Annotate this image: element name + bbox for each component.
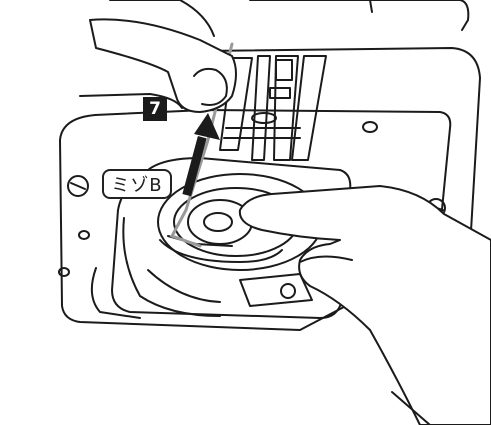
upper-hand — [80, 0, 236, 112]
step-number-badge: 7 — [143, 97, 167, 121]
hook-lever — [240, 274, 312, 306]
groove-b-callout: ミゾB — [102, 169, 172, 199]
machine-body-edge — [250, 0, 468, 30]
